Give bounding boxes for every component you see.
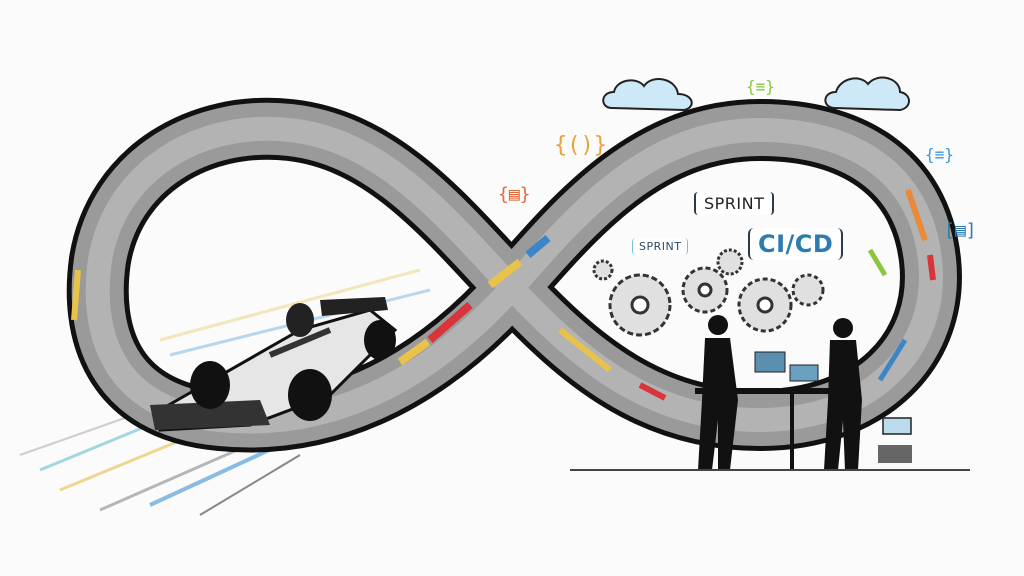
gear-icon [592,248,825,337]
sprint-label: SPRINT [694,192,775,215]
infinity-track [66,97,962,453]
svg-text:{≡}: {≡} [925,145,954,164]
svg-text:[▤]: [▤] [944,220,977,241]
svg-text:{()}: {()} [554,133,607,158]
engineers-silhouette [695,315,862,470]
monitor-icon [878,417,912,463]
svg-text:{▤}: {▤} [498,184,531,205]
cicd-label: CI/CD [748,228,844,260]
cloud-icon [824,76,910,112]
cloud-icon [602,78,693,112]
sprint-label-small: SPRINT [632,238,689,255]
speed-lines [19,268,431,516]
race-car [150,297,398,432]
curly-braces-icon: {()} {▤} [▤] {≡} {≡} [498,77,977,241]
svg-text:{≡}: {≡} [746,77,775,96]
